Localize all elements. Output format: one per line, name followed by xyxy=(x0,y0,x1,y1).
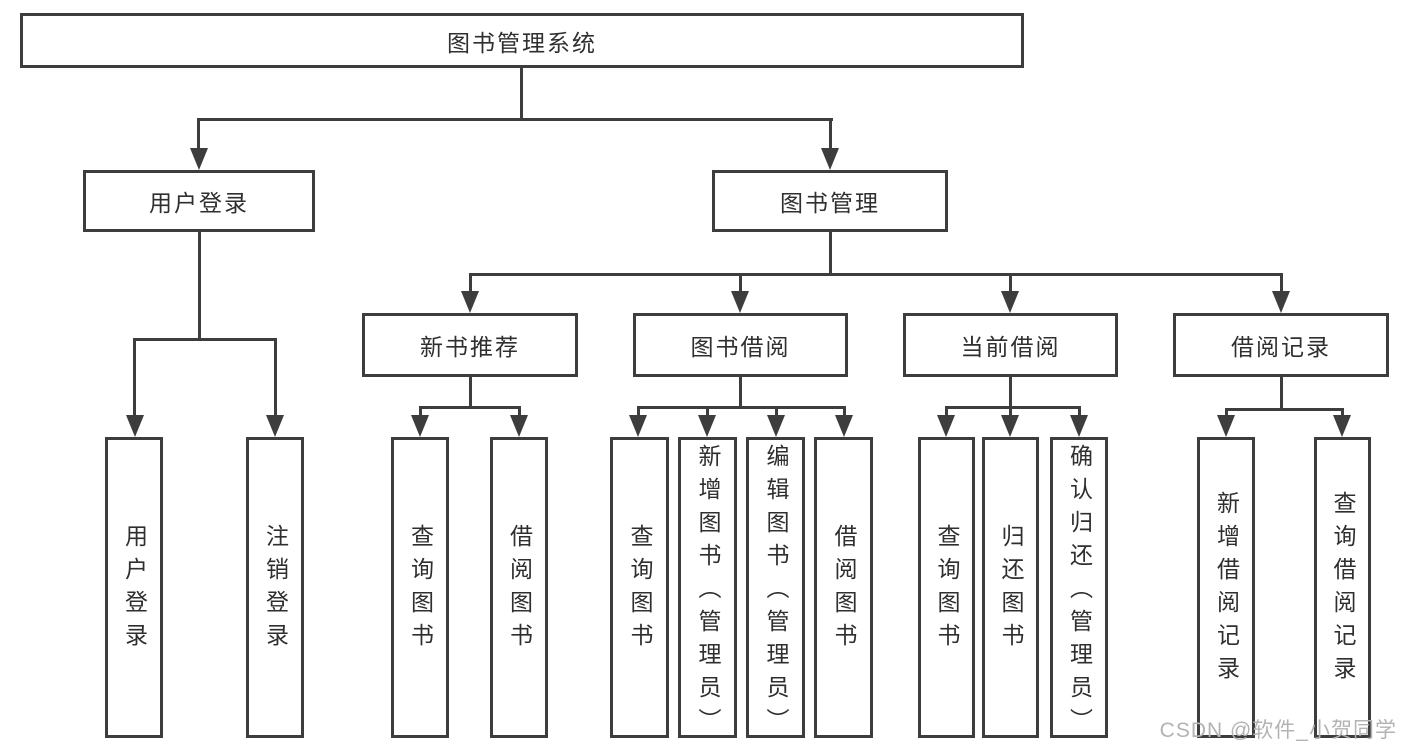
connector-to-borrowing-records xyxy=(1280,273,1283,293)
connector-records-split xyxy=(1225,408,1344,411)
arrowhead-to-recommend-borrow-icon xyxy=(510,415,528,437)
watermark: CSDN @软件_小贺同学 xyxy=(1159,719,1397,742)
leaf-logout: 注销登录 xyxy=(246,437,304,738)
connector-to-logout-leaf xyxy=(274,338,277,415)
connector-root-stub xyxy=(520,66,523,118)
connector-to-current-return xyxy=(1009,406,1012,416)
connector-recommend-stub xyxy=(469,375,472,406)
arrowhead-to-borrowing-query-icon xyxy=(629,415,647,437)
leaf-borrowing-add-books: 新增图书（管理员） xyxy=(678,437,737,741)
connector-to-borrowing-edit xyxy=(775,406,778,416)
connector-to-borrowing-query xyxy=(637,406,640,416)
connector-to-records-query xyxy=(1341,408,1344,416)
arrowhead-to-records-query-icon xyxy=(1333,415,1351,437)
leaf-recommend-borrow-books: 借阅图书 xyxy=(490,437,548,738)
connector-to-current-confirm xyxy=(1078,406,1081,416)
arrowhead-to-current-query-icon xyxy=(937,415,955,437)
connector-to-new-book-recommend xyxy=(469,273,472,293)
arrowhead-to-borrowing-edit-icon xyxy=(767,415,785,437)
arrowhead-to-user-login-icon xyxy=(190,148,208,170)
connector-to-book-management xyxy=(829,118,832,150)
connector-to-borrowing-add xyxy=(706,406,709,416)
node-borrowing-records: 借阅记录 xyxy=(1173,313,1389,377)
node-library-management-system: 图书管理系统 xyxy=(20,13,1024,68)
connector-to-user-login-leaf xyxy=(133,338,136,415)
connector-recommend-split xyxy=(419,406,521,409)
arrowhead-to-borrowing-records-icon xyxy=(1272,291,1290,313)
connector-to-user-login xyxy=(197,118,200,150)
leaf-borrowing-edit-books: 编辑图书（管理员） xyxy=(746,437,805,741)
connector-to-current-query xyxy=(945,406,948,416)
leaf-borrowing-query-books: 查询图书 xyxy=(610,437,669,738)
arrowhead-to-borrowing-borrow-icon xyxy=(835,415,853,437)
node-current-borrowing: 当前借阅 xyxy=(903,313,1118,377)
leaf-current-return-books: 归还图书 xyxy=(982,437,1039,738)
connector-book-management-split xyxy=(469,273,1283,276)
arrowhead-to-current-confirm-icon xyxy=(1070,415,1088,437)
arrowhead-to-book-borrowing-icon xyxy=(731,291,749,313)
connector-book-management-stub xyxy=(829,232,832,273)
connector-to-borrowing-borrow xyxy=(843,406,846,416)
leaf-user-login: 用户登录 xyxy=(105,437,163,738)
arrowhead-to-book-management-icon xyxy=(821,148,839,170)
leaf-records-query-record: 查询借阅记录 xyxy=(1314,437,1371,738)
leaf-current-query-books: 查询图书 xyxy=(918,437,975,738)
connector-to-book-borrowing xyxy=(739,273,742,293)
connector-to-current-borrowing xyxy=(1009,273,1012,293)
node-book-borrowing: 图书借阅 xyxy=(633,313,848,377)
leaf-recommend-query-books: 查询图书 xyxy=(391,437,449,738)
leaf-borrowing-borrow-books: 借阅图书 xyxy=(814,437,873,738)
arrowhead-to-records-add-icon xyxy=(1217,415,1235,437)
connector-to-recommend-query xyxy=(419,406,422,416)
connector-root-split xyxy=(197,118,833,121)
connector-user-login-split xyxy=(133,338,277,341)
arrowhead-to-borrowing-add-icon xyxy=(698,415,716,437)
connector-borrowing-stub xyxy=(739,375,742,406)
node-user-login-branch: 用户登录 xyxy=(83,170,315,232)
connector-to-recommend-borrow xyxy=(518,406,521,416)
connector-to-records-add xyxy=(1225,408,1228,416)
arrowhead-to-new-book-recommend-icon xyxy=(461,291,479,313)
arrowhead-to-current-return-icon xyxy=(1001,415,1019,437)
arrowhead-to-user-login-leaf-icon xyxy=(126,415,144,437)
connector-user-login-stub xyxy=(198,232,201,338)
arrowhead-to-recommend-query-icon xyxy=(411,415,429,437)
leaf-current-confirm-return: 确认归还（管理员） xyxy=(1050,437,1108,741)
node-new-book-recommend: 新书推荐 xyxy=(362,313,578,377)
connector-records-stub xyxy=(1280,375,1283,408)
node-book-management-branch: 图书管理 xyxy=(712,170,948,232)
arrowhead-to-current-borrowing-icon xyxy=(1001,291,1019,313)
arrowhead-to-logout-leaf-icon xyxy=(266,415,284,437)
connector-current-stub xyxy=(1009,375,1012,406)
connector-current-split xyxy=(945,406,1081,409)
leaf-records-add-record: 新增借阅记录 xyxy=(1197,437,1255,738)
connector-borrowing-split xyxy=(637,406,846,409)
